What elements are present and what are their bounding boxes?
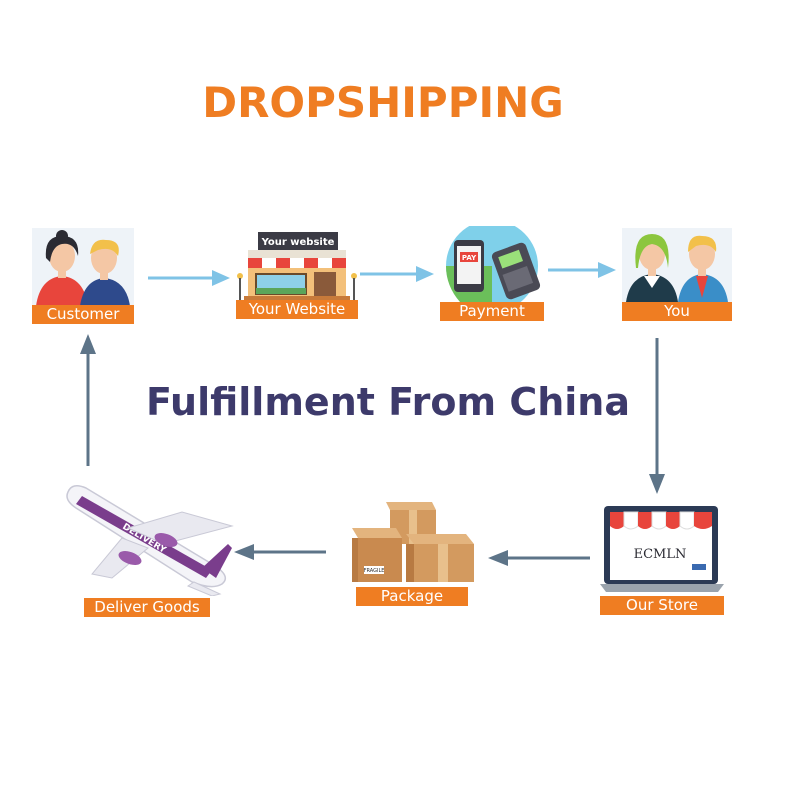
arrow-website-to-payment bbox=[360, 266, 434, 282]
step-deliver-goods: DELIVERY Deliver Goods bbox=[62, 478, 234, 618]
payment-icon: PAY bbox=[446, 226, 541, 302]
diagram-subtitle: Fulfillment From China bbox=[145, 380, 631, 424]
step-payment: PAY Payment bbox=[440, 226, 544, 322]
step-customer: Customer bbox=[32, 228, 134, 324]
laptop-store-icon: ECMLN bbox=[600, 506, 724, 592]
arrow-you-to-store bbox=[649, 338, 665, 494]
diagram-title: DROPSHIPPING bbox=[202, 78, 564, 127]
label-customer: Customer bbox=[32, 305, 134, 324]
customers-icon bbox=[32, 228, 134, 306]
people-icon bbox=[622, 228, 732, 302]
step-our-store: ECMLN Our Store bbox=[600, 500, 724, 616]
arrow-payment-to-you bbox=[548, 262, 616, 278]
label-deliver-goods: Deliver Goods bbox=[84, 598, 210, 617]
label-your-website: Your Website bbox=[236, 300, 358, 319]
step-package: FRAGILE Package bbox=[346, 498, 478, 608]
arrow-deliver-to-customer bbox=[80, 334, 96, 466]
arrow-store-to-package bbox=[488, 550, 590, 566]
label-payment: Payment bbox=[440, 302, 544, 321]
step-you: You bbox=[622, 228, 732, 322]
label-you: You bbox=[622, 302, 732, 321]
arrow-customer-to-website bbox=[148, 270, 230, 286]
website-sign-text: Your website bbox=[261, 237, 335, 248]
pay-text: PAY bbox=[462, 254, 477, 262]
label-our-store: Our Store bbox=[600, 596, 724, 615]
airplane-icon: DELIVERY bbox=[66, 485, 234, 596]
label-package: Package bbox=[356, 587, 468, 606]
boxes-icon: FRAGILE bbox=[352, 502, 474, 582]
arrow-package-to-deliver bbox=[234, 544, 326, 560]
store-screen-text: ECMLN bbox=[634, 547, 687, 562]
fragile-text: FRAGILE bbox=[364, 568, 385, 574]
step-your-website: Your website Your Website bbox=[236, 226, 358, 322]
